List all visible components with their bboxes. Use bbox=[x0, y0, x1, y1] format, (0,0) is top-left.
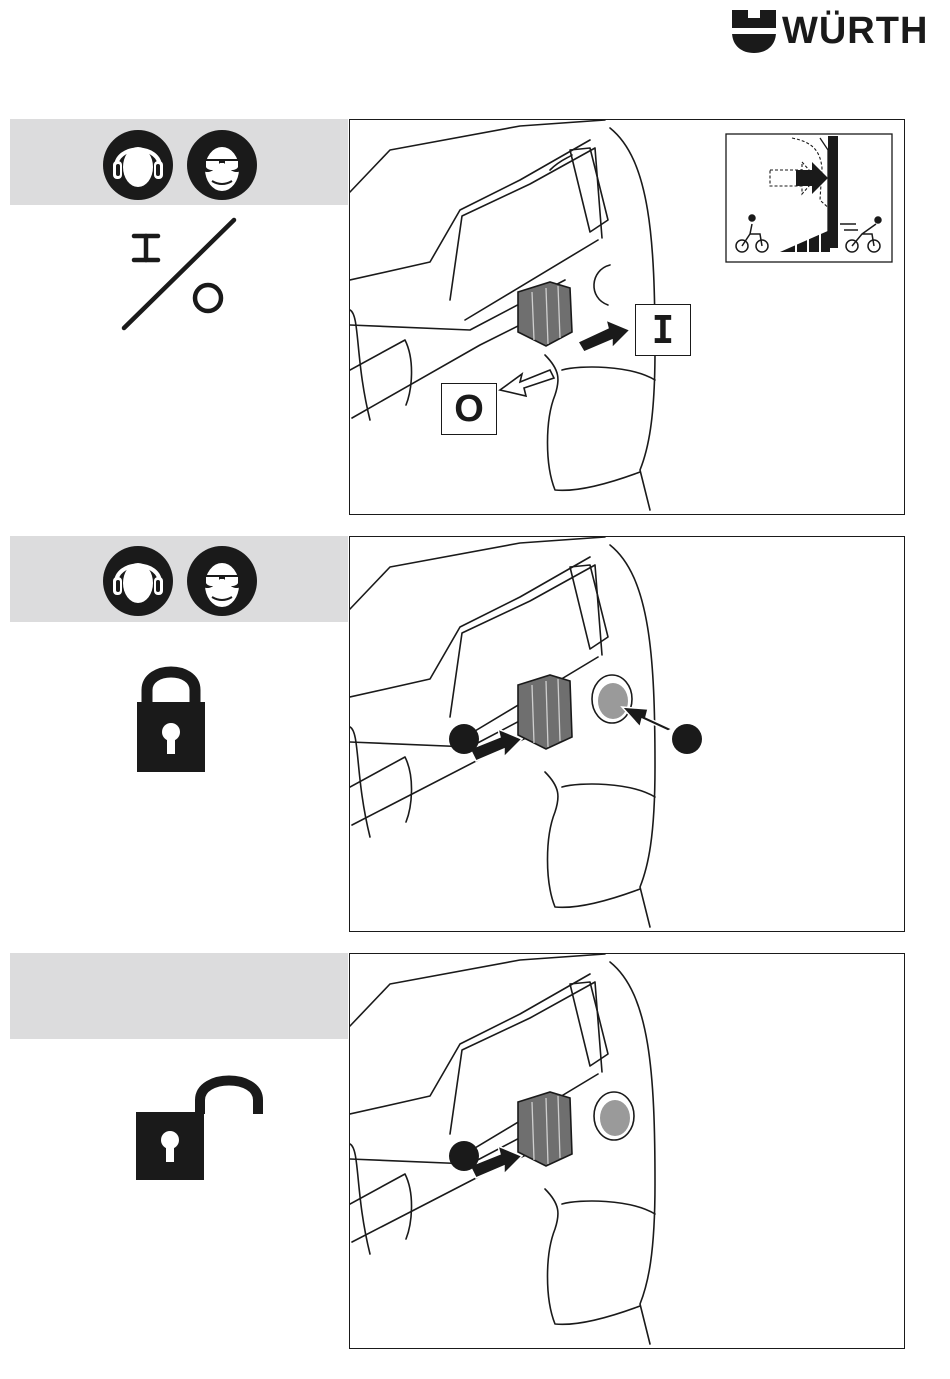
ear-protection-icon bbox=[102, 545, 174, 617]
drill-illustration-2 bbox=[350, 537, 905, 932]
off-label-box: O bbox=[441, 383, 497, 435]
step-marker-1 bbox=[449, 1141, 479, 1171]
eye-protection-icon bbox=[186, 545, 258, 617]
off-label: O bbox=[442, 386, 496, 432]
section-3-band bbox=[10, 953, 348, 1039]
padlock-open-icon bbox=[134, 1066, 266, 1182]
ear-protection-icon bbox=[102, 129, 174, 201]
step-marker-2 bbox=[672, 724, 702, 754]
wurth-logo: WÜRTH bbox=[730, 6, 942, 56]
on-label: I bbox=[636, 307, 690, 353]
drill-illustration-3 bbox=[350, 954, 905, 1349]
section-2-band bbox=[10, 536, 348, 622]
eye-protection-icon bbox=[186, 129, 258, 201]
figure-switch-unlock bbox=[349, 953, 905, 1349]
wurth-logo-icon bbox=[730, 6, 778, 56]
on-off-symbol-icon bbox=[116, 214, 246, 338]
brand-name: WÜRTH bbox=[782, 8, 928, 54]
figure-switch-on-off: I O bbox=[349, 119, 905, 515]
padlock-closed-icon bbox=[135, 656, 207, 774]
figure-switch-lock bbox=[349, 536, 905, 932]
step-marker-1 bbox=[449, 724, 479, 754]
on-label-box: I bbox=[635, 304, 691, 356]
drill-illustration-1 bbox=[350, 120, 905, 515]
section-1-band bbox=[10, 119, 348, 205]
